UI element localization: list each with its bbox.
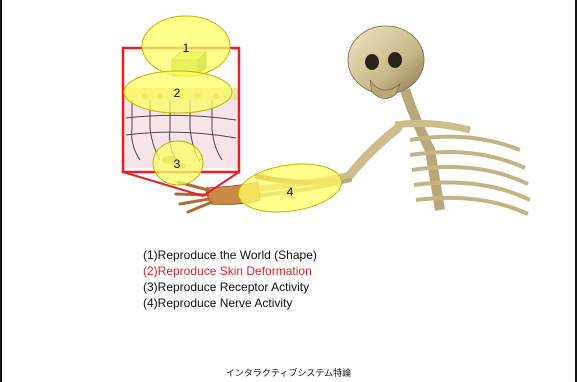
highlight-ellipse-4: 4: [235, 158, 344, 218]
highlight-ellipse-3: 3: [153, 141, 203, 185]
footer-title: インタラクティブシステム特論: [0, 366, 577, 379]
list-item-2: (2)Reproduce Skin Deformation: [143, 263, 317, 279]
ellipse-label-4: 4: [287, 185, 294, 199]
list-item-4: (4)Reproduce Nerve Activity: [143, 295, 317, 311]
ellipse-label-2: 2: [174, 86, 181, 100]
highlight-ellipse-1: 1: [142, 16, 230, 76]
ellipse-label-1: 1: [183, 41, 190, 55]
highlight-ellipse-2: 2: [124, 71, 232, 113]
list-item-1: (1)Reproduce the World (Shape): [143, 247, 317, 263]
list-item-3: (3)Reproduce Receptor Activity: [143, 279, 317, 295]
reproduction-list: (1)Reproduce the World (Shape) (2)Reprod…: [143, 247, 317, 311]
ellipse-label-3: 3: [174, 157, 181, 171]
